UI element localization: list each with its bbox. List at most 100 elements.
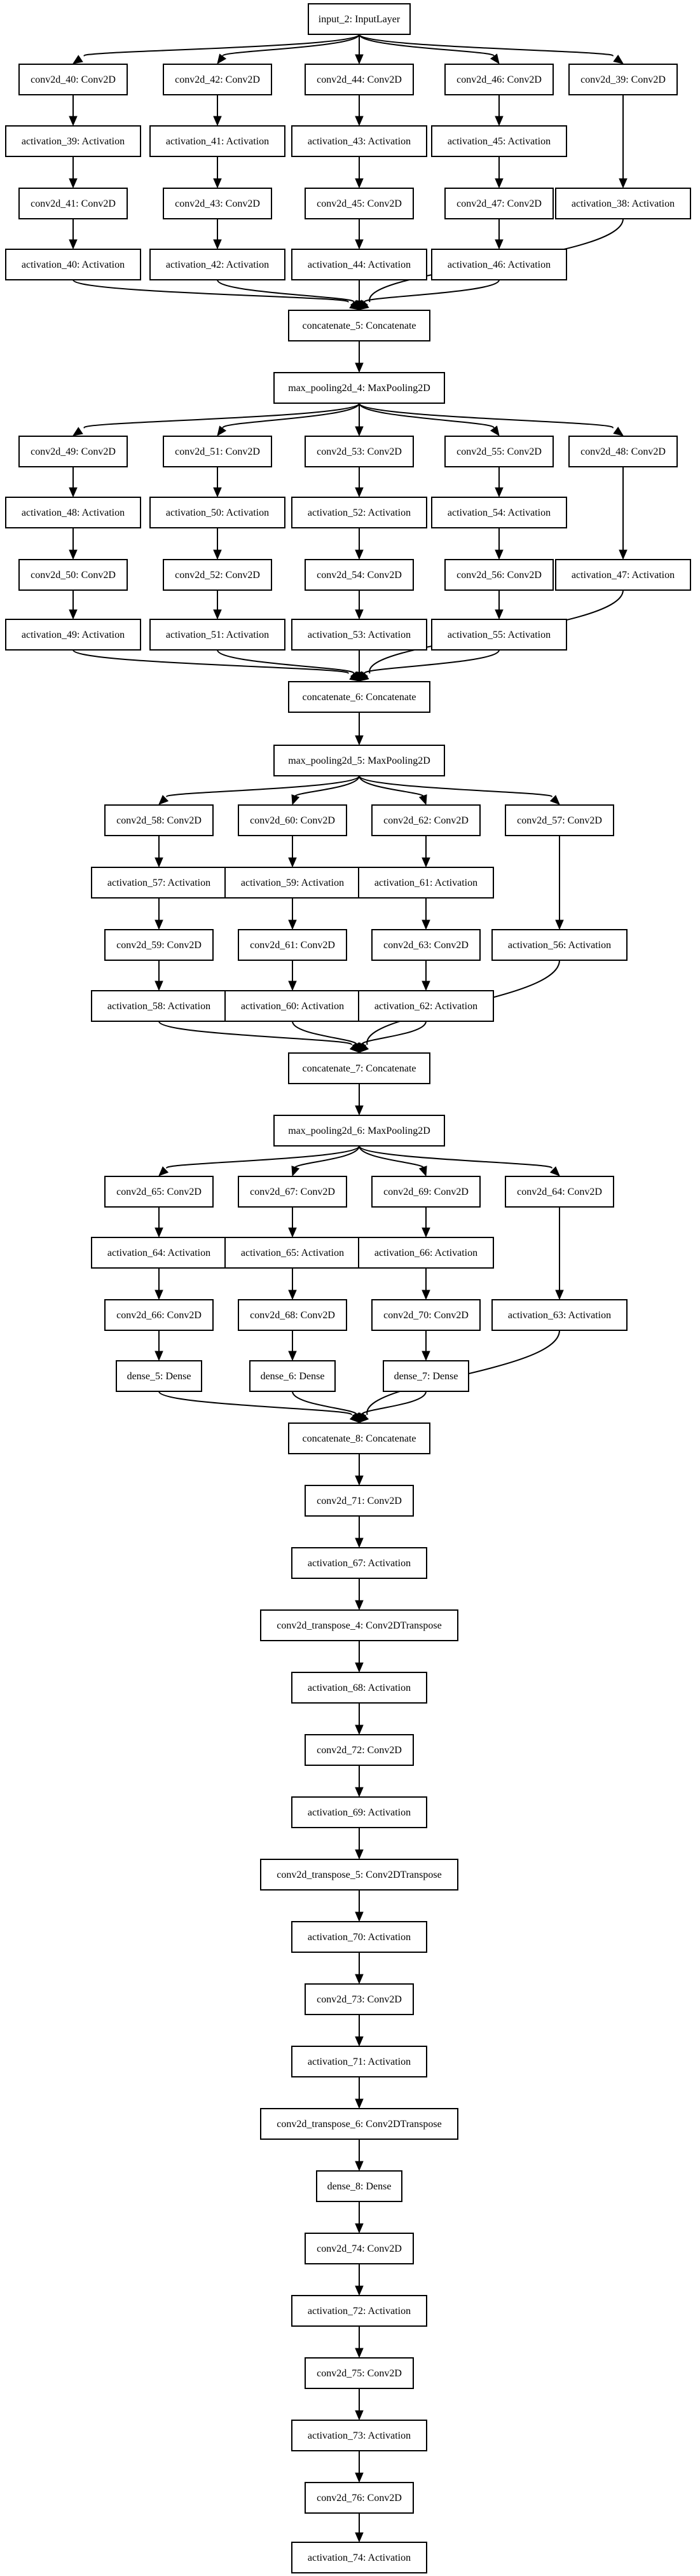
node-box bbox=[238, 929, 347, 961]
node-box bbox=[371, 929, 481, 961]
node-label: activation_39: Activation bbox=[22, 136, 125, 147]
node-conv2d-58: conv2d_58: Conv2D bbox=[104, 804, 214, 836]
arrowhead bbox=[358, 672, 369, 682]
edge-line bbox=[359, 403, 614, 429]
node-box bbox=[149, 619, 285, 651]
edge-conv2d-64-to-activation-63 bbox=[555, 1207, 564, 1300]
node-box bbox=[238, 1299, 347, 1331]
node-activation-54: activation_54: Activation bbox=[431, 497, 567, 528]
node-activation-44: activation_44: Activation bbox=[291, 249, 427, 280]
arrowhead bbox=[418, 1166, 427, 1177]
node-box bbox=[291, 2295, 427, 2327]
edge-conv2d-42-to-activation-41 bbox=[213, 95, 222, 127]
edge-max-pooling2d-4-to-conv2d-53 bbox=[355, 403, 364, 437]
node-label: conv2d_57: Conv2D bbox=[517, 815, 602, 826]
node-label: activation_74: Activation bbox=[308, 2552, 411, 2563]
node-box bbox=[224, 1237, 360, 1269]
arrowhead bbox=[69, 116, 78, 127]
edge-activation-48-to-conv2d-50 bbox=[69, 528, 78, 560]
edge-dense-8-to-conv2d-74 bbox=[355, 2201, 364, 2234]
node-box bbox=[568, 436, 678, 467]
edge-concatenate-7-to-max-pooling2d-6 bbox=[355, 1084, 364, 1116]
node-conv2d-50: conv2d_50: Conv2D bbox=[18, 559, 128, 591]
arrowhead bbox=[418, 794, 427, 806]
node-label: conv2d_65: Conv2D bbox=[116, 1187, 202, 1197]
arrowhead bbox=[355, 178, 364, 189]
node-label: conv2d_49: Conv2D bbox=[31, 446, 116, 457]
node-box bbox=[555, 188, 691, 219]
edge-activation-71-to-conv2d-transpose-6 bbox=[355, 2077, 364, 2109]
edge-input-2-to-conv2d-39 bbox=[359, 34, 624, 64]
node-conv2d-69: conv2d_69: Conv2D bbox=[371, 1176, 481, 1208]
node-activation-51: activation_51: Activation bbox=[149, 619, 285, 651]
node-box bbox=[371, 1299, 481, 1331]
node-box bbox=[163, 64, 272, 95]
edge-conv2d-70-to-dense-7 bbox=[422, 1330, 430, 1361]
node-label: dense_8: Dense bbox=[327, 2181, 392, 2192]
node-label: activation_44: Activation bbox=[308, 259, 411, 270]
node-concatenate-6: concatenate_6: Concatenate bbox=[288, 681, 430, 713]
arrowhead bbox=[619, 549, 628, 560]
edge-max-pooling2d-4-to-conv2d-49 bbox=[72, 403, 360, 436]
arrowhead bbox=[355, 549, 364, 560]
node-conv2d-48: conv2d_48: Conv2D bbox=[568, 436, 678, 467]
node-box bbox=[116, 1360, 202, 1392]
node-label: activation_43: Activation bbox=[308, 136, 411, 147]
node-label: conv2d_67: Conv2D bbox=[250, 1187, 335, 1197]
node-label: conv2d_59: Conv2D bbox=[116, 940, 202, 951]
node-label: concatenate_6: Concatenate bbox=[302, 692, 416, 703]
arrowhead bbox=[69, 549, 78, 560]
node-box bbox=[291, 125, 427, 157]
edge-conv2d-46-to-activation-45 bbox=[495, 95, 504, 127]
node-box bbox=[305, 436, 414, 467]
node-conv2d-70: conv2d_70: Conv2D bbox=[371, 1299, 481, 1331]
arrowhead bbox=[355, 1787, 364, 1798]
node-label: conv2d_53: Conv2D bbox=[317, 446, 402, 457]
node-box bbox=[358, 867, 494, 899]
node-label: max_pooling2d_4: MaxPooling2D bbox=[288, 383, 430, 394]
arrowhead bbox=[213, 116, 222, 127]
node-box bbox=[305, 1485, 414, 1517]
arrowhead bbox=[422, 981, 430, 991]
node-box bbox=[5, 249, 141, 280]
node-box bbox=[491, 1299, 628, 1331]
node-label: activation_51: Activation bbox=[166, 630, 269, 640]
arrowhead bbox=[291, 1166, 300, 1177]
node-box bbox=[288, 310, 430, 341]
node-box bbox=[431, 497, 567, 528]
arrowhead bbox=[213, 178, 222, 189]
arrowhead bbox=[495, 116, 504, 127]
node-box bbox=[5, 125, 141, 157]
node-box bbox=[104, 804, 214, 836]
edge-max-pooling2d-6-to-conv2d-64 bbox=[359, 1145, 560, 1176]
edge-conv2d-48-to-activation-47 bbox=[619, 467, 628, 560]
edge-conv2d-43-to-activation-42 bbox=[213, 219, 222, 250]
node-box bbox=[505, 804, 614, 836]
arrowhead bbox=[422, 920, 430, 930]
edge-conv2d-50-to-activation-49 bbox=[69, 590, 78, 620]
node-box bbox=[91, 990, 227, 1022]
node-label: conv2d_73: Conv2D bbox=[317, 1994, 402, 2005]
node-activation-66: activation_66: Activation bbox=[358, 1237, 494, 1269]
node-box bbox=[505, 1176, 614, 1208]
node-conv2d-76: conv2d_76: Conv2D bbox=[305, 2482, 414, 2514]
node-conv2d-54: conv2d_54: Conv2D bbox=[305, 559, 414, 591]
edge-max-pooling2d-6-to-conv2d-69 bbox=[359, 1145, 427, 1177]
arrowhead bbox=[355, 1974, 364, 1985]
node-conv2d-74: conv2d_74: Conv2D bbox=[305, 2233, 414, 2264]
arrowhead bbox=[355, 1662, 364, 1673]
edge-conv2d-68-to-dense-6 bbox=[288, 1330, 297, 1361]
node-box bbox=[371, 1176, 481, 1208]
node-concatenate-7: concatenate_7: Concatenate bbox=[288, 1052, 430, 1084]
node-box bbox=[163, 559, 272, 591]
node-box bbox=[291, 497, 427, 528]
node-activation-68: activation_68: Activation bbox=[291, 1672, 427, 1704]
node-box bbox=[104, 929, 214, 961]
edge-conv2d-76-to-activation-74 bbox=[355, 2513, 364, 2543]
node-label: conv2d_41: Conv2D bbox=[31, 198, 116, 209]
arrowhead bbox=[359, 1413, 369, 1423]
node-label: conv2d_51: Conv2D bbox=[175, 446, 260, 457]
node-box bbox=[104, 1176, 214, 1208]
node-label: dense_6: Dense bbox=[261, 1371, 325, 1382]
edge-conv2d-62-to-activation-61 bbox=[422, 836, 430, 868]
